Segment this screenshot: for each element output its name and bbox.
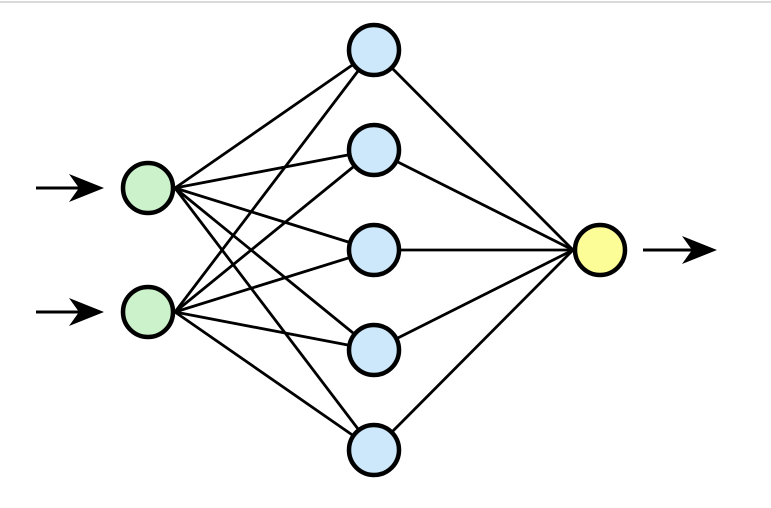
edge-input1-hidden3 — [174, 186, 375, 252]
edge-hidden2-output1 — [373, 148, 574, 252]
edges-layer — [173, 48, 574, 452]
hidden-node-1 — [346, 22, 402, 78]
edge-input2-hidden4 — [174, 310, 375, 352]
top-border-line — [0, 1, 771, 3]
edge-hidden5-output1 — [373, 249, 574, 451]
hidden-node-5 — [346, 422, 402, 478]
input-arrow-1-head — [69, 174, 104, 202]
hidden-node-3 — [346, 222, 402, 278]
hidden-node-4 — [346, 322, 402, 378]
edge-input2-hidden5 — [174, 310, 375, 452]
input-node-1 — [120, 160, 176, 216]
input-node-2 — [120, 284, 176, 340]
nodes-layer — [120, 22, 628, 478]
edge-input1-hidden5 — [173, 187, 376, 451]
edge-input1-hidden1 — [174, 48, 375, 190]
edge-input1-hidden2 — [174, 148, 375, 190]
arrows-layer — [36, 174, 717, 326]
edge-input1-hidden4 — [174, 186, 375, 352]
edge-hidden4-output1 — [373, 248, 574, 352]
edge-input2-hidden2 — [174, 148, 375, 314]
edge-input2-hidden1 — [173, 49, 376, 313]
output-arrow-head — [682, 236, 717, 264]
input-arrow-2-head — [69, 298, 104, 326]
hidden-node-2 — [346, 122, 402, 178]
edge-hidden1-output1 — [373, 49, 574, 251]
output-node-1 — [572, 222, 628, 278]
edge-input2-hidden3 — [174, 248, 375, 314]
